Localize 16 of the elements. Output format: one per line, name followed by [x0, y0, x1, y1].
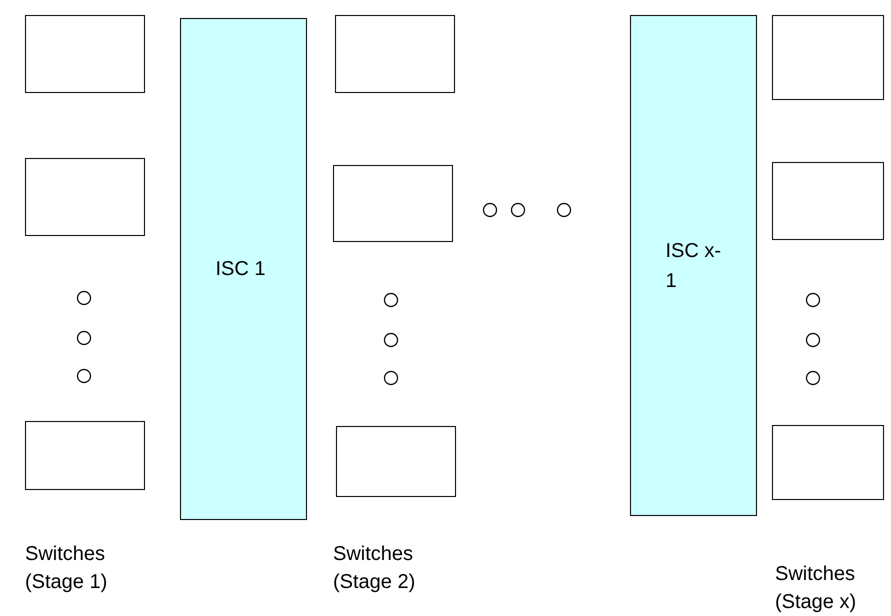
- block-label: ISC x-1: [664, 238, 722, 294]
- switch-box: [772, 162, 884, 240]
- interstage-block: [630, 15, 757, 516]
- switch-box: [335, 15, 455, 93]
- switch-box: [333, 165, 453, 242]
- block-label: ISC 1: [214, 257, 267, 282]
- column-label: Switches (Stage 2): [333, 542, 416, 595]
- switch-box: [336, 426, 456, 497]
- switch-box: [772, 425, 884, 500]
- switch-box: [25, 421, 145, 490]
- switch-box: [25, 15, 145, 93]
- column-label: Switches (Stage 1): [25, 542, 108, 595]
- interstage-block: [180, 18, 307, 520]
- switch-box: [25, 158, 145, 236]
- column-label: Switches (Stage x): [775, 562, 858, 615]
- switch-box: [772, 15, 884, 100]
